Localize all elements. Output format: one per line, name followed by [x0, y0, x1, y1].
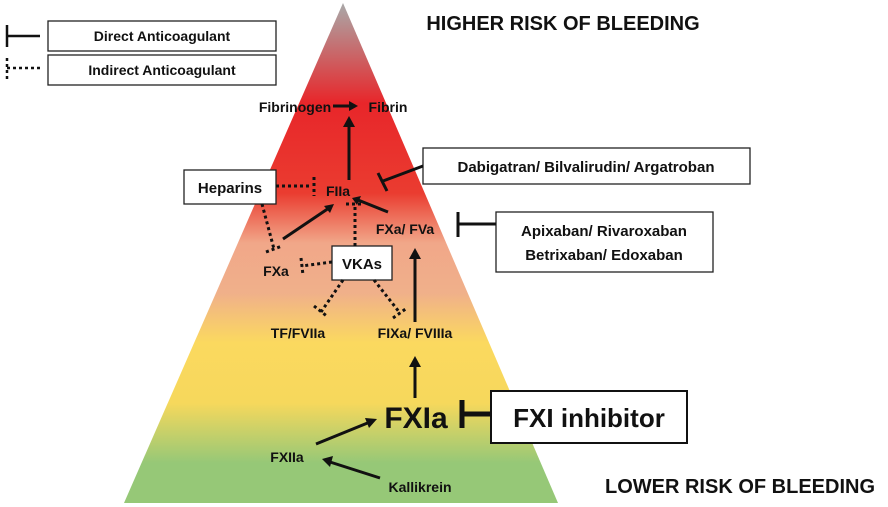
arrow-kallikrein-to-fxiia: [329, 460, 381, 480]
legend-indirect-box: [47, 54, 277, 86]
node-tf-fviia: TF/FVIIa: [271, 325, 326, 341]
arrowhead-fiia-left: [324, 204, 334, 213]
legend: Direct Anticoagulant Indirect Anticoagul…: [5, 20, 277, 86]
node-fixa-fviiia: FIXa/ FVIIIa: [378, 325, 453, 341]
indirect-inhibition: [260, 177, 408, 320]
fxi-inhibitor-label: FXI inhibitor: [513, 403, 665, 433]
node-fiia: FIIa: [326, 183, 350, 199]
vkas-to-fixa: [372, 279, 402, 314]
node-fxa-fva: FXa/ FVa: [376, 221, 435, 237]
arrowheads: [322, 101, 421, 467]
heparins-to-fxa-bar: [265, 244, 283, 254]
node-fxa: FXa: [263, 263, 289, 279]
vkas-to-fxa-bar: [299, 257, 305, 276]
xa-inhibitors-line2: Betrixaban/ Edoxaban: [525, 247, 683, 264]
legend-indirect-label: Indirect Anticoagulant: [88, 62, 236, 78]
legend-direct-label: Direct Anticoagulant: [94, 28, 231, 44]
node-fibrin: Fibrin: [369, 99, 408, 115]
inhibit-thrombin-stem: [382, 164, 424, 183]
xa-inhibitors-box: [495, 211, 714, 273]
legend-direct-box: [47, 20, 277, 52]
node-fibrinogen: Fibrinogen: [259, 99, 331, 115]
higher-risk-label: HIGHER RISK OF BLEEDING: [426, 13, 699, 35]
thrombin-inhibitors-label: Dabigatran/ Bilvalirudin/ Argatroban: [458, 159, 715, 176]
arrowhead-fxia: [365, 418, 377, 428]
direct-inhibition: [376, 164, 496, 428]
arrowhead-fibrin-up: [343, 116, 355, 127]
arrow-fxa-fva-to-fiia: [357, 198, 389, 214]
heparins-label: Heparins: [198, 180, 262, 197]
vkas-label: VKAs: [342, 256, 382, 273]
activation-arrows: [282, 104, 417, 480]
vkas-to-fixa-bar: [392, 306, 408, 320]
thrombin-inhibitors-box: [422, 147, 751, 185]
arrowhead-fixa: [409, 356, 421, 367]
arrowhead-fiia-right: [352, 196, 361, 205]
heparins-box: [183, 169, 277, 205]
arrowhead-fxa-fva: [409, 248, 421, 259]
fxi-inhibitor-box: [490, 390, 688, 444]
vkas-to-tf-fviia-bar: [313, 304, 329, 319]
lower-risk-label: LOWER RISK OF BLEEDING: [605, 476, 875, 498]
vkas-box: [331, 245, 393, 281]
heparins-to-fxa: [260, 203, 276, 250]
xa-inhibitors-line1: Apixaban/ Rivaroxaban: [521, 223, 687, 240]
vkas-to-tf-fviia: [319, 279, 345, 313]
node-fxia: FXIa: [384, 402, 448, 435]
arrowhead-fibrin: [349, 101, 358, 111]
arrowhead-fxiia: [322, 456, 333, 467]
node-fxiia: FXIIa: [270, 449, 304, 465]
node-kallikrein: Kallikrein: [388, 479, 451, 495]
arrow-fxa-to-fiia: [282, 206, 330, 241]
arrow-fxiia-to-fxia: [315, 420, 371, 446]
inhibit-thrombin-bar: [376, 172, 389, 192]
vkas-to-fxa: [301, 260, 333, 268]
